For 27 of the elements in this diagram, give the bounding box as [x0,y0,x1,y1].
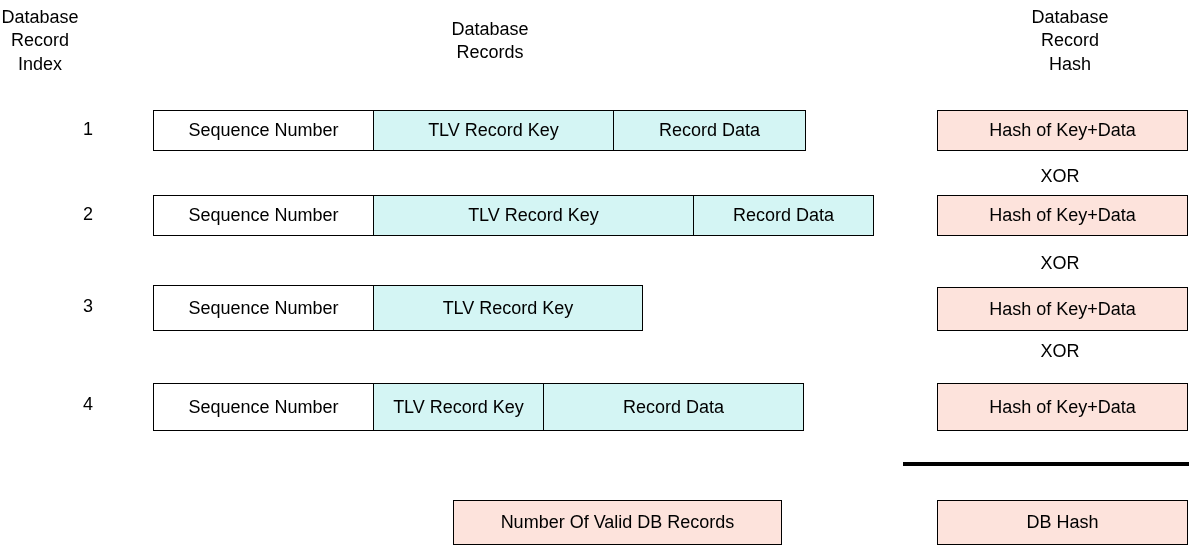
field-box: Hash of Key+Data [937,383,1188,431]
field-box: Hash of Key+Data [937,195,1188,236]
field-box: Record Data [693,195,874,236]
field-box: Sequence Number [153,383,374,431]
label-text: 2 [82,203,94,226]
field-box: Hash of Key+Data [937,110,1188,151]
label-text: Database Record Index [0,6,80,76]
field-box: Sequence Number [153,285,374,331]
field-box: TLV Record Key [373,383,544,431]
field-box: Record Data [613,110,806,151]
field-box: TLV Record Key [373,110,614,151]
label-text: XOR [1039,252,1081,275]
field-box: TLV Record Key [373,195,694,236]
field-box: Sequence Number [153,110,374,151]
field-box: Number Of Valid DB Records [453,500,782,545]
label-text: XOR [1039,340,1081,363]
field-box: Hash of Key+Data [937,287,1188,331]
label-text: 1 [82,118,94,141]
field-box: TLV Record Key [373,285,643,331]
label-text: 3 [82,295,94,318]
label-text: Database Records [450,18,530,65]
label-text: XOR [1039,165,1081,188]
field-box: Record Data [543,383,804,431]
field-box: Sequence Number [153,195,374,236]
label-text: Database Record Hash [1030,6,1110,76]
field-box: DB Hash [937,500,1188,545]
label-text: 4 [82,393,94,416]
